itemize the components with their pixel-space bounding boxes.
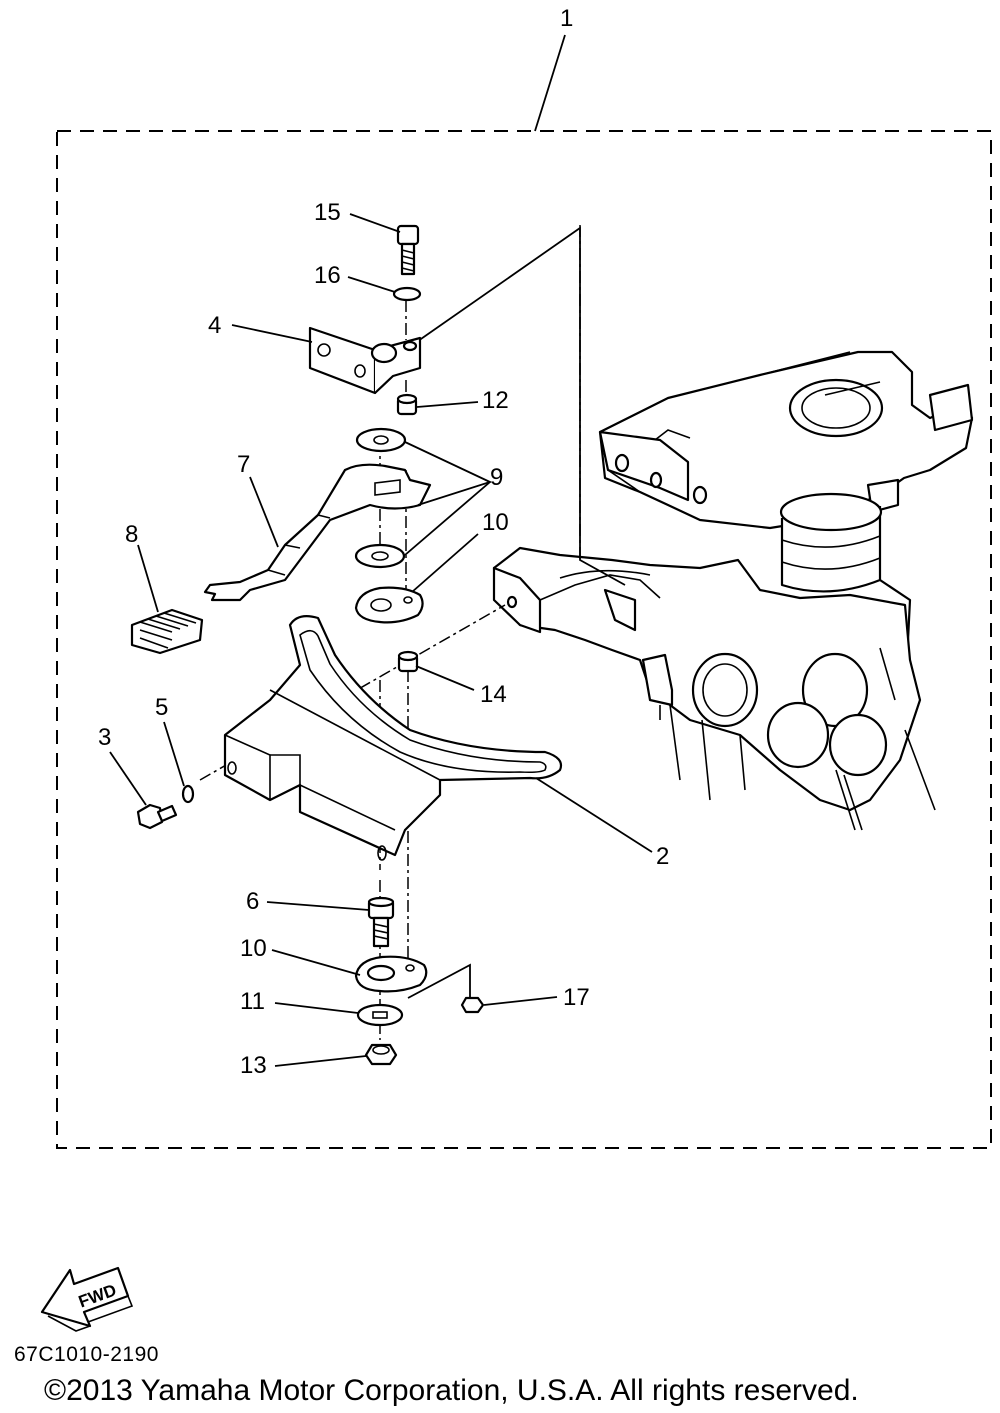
copyright-notice: ©2013 Yamaha Motor Corporation, U.S.A. A… <box>44 1374 859 1407</box>
callout-15: 15 <box>314 199 341 226</box>
callout-10-lower: 10 <box>240 935 267 962</box>
callout-leaders <box>109 34 653 1067</box>
callout-16: 16 <box>314 262 341 289</box>
callout-5: 5 <box>155 694 168 721</box>
callout-1: 1 <box>560 5 573 32</box>
callout-11: 11 <box>240 988 265 1015</box>
bolt-reference-line <box>407 226 626 586</box>
part-2-slotted-plate <box>223 615 563 861</box>
callout-10-upper: 10 <box>482 509 509 536</box>
nut-reference-line <box>407 963 471 1000</box>
swivel-bracket-assembly <box>492 350 974 831</box>
callout-2: 2 <box>656 843 669 870</box>
part-10-plate-lower <box>354 955 428 993</box>
callout-3: 3 <box>98 724 111 751</box>
part-10-plate-upper <box>354 586 424 624</box>
callout-9: 9 <box>490 464 503 491</box>
part-7-lever <box>203 463 432 602</box>
callout-17: 17 <box>563 984 590 1011</box>
part-14-collar <box>397 650 419 673</box>
part-15-bolt <box>396 224 420 276</box>
kit-boundary <box>56 130 992 1149</box>
part-8-grip <box>130 608 204 655</box>
fwd-arrow-icon: FWD <box>40 1266 134 1332</box>
part-12-collar <box>396 393 418 416</box>
part-9-washer-upper <box>355 427 407 453</box>
callout-6: 6 <box>246 888 259 915</box>
diagram-code: 67C1010-2190 <box>14 1343 159 1366</box>
callout-14: 14 <box>480 681 507 708</box>
callout-12: 12 <box>482 387 509 414</box>
part-5-washer <box>181 784 195 804</box>
part-17-nut <box>460 996 485 1014</box>
part-6-bolt <box>367 896 395 948</box>
callout-7: 7 <box>237 451 250 478</box>
part-9-washer-lower <box>354 543 406 569</box>
part-4-bracket <box>308 326 422 395</box>
callout-8: 8 <box>125 521 138 548</box>
callout-13: 13 <box>240 1052 267 1079</box>
part-3-bolt <box>136 803 178 830</box>
part-11-washer <box>356 1003 404 1027</box>
part-16-washer <box>392 286 422 302</box>
part-13-nut <box>364 1043 398 1066</box>
callout-4: 4 <box>208 312 221 339</box>
